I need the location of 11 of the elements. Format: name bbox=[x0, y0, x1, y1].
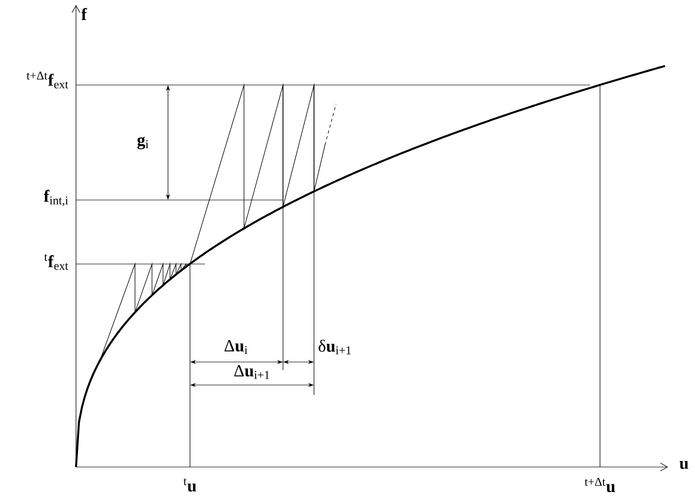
axis-label: f bbox=[81, 8, 87, 20]
axis-label: $^{t}$u bbox=[183, 478, 196, 492]
axis-label: δu$_{i+1}$ bbox=[318, 340, 351, 354]
axis-label: $^{t+Δt}$f$_{ext}$ bbox=[26, 72, 68, 88]
axis-label: $^{t}$f$_{ext}$ bbox=[44, 254, 68, 270]
axis-label: u bbox=[680, 461, 688, 469]
axis-label: Δu$_{i+1}$ bbox=[234, 365, 270, 379]
axis-label: $^{t+Δt}$u bbox=[584, 478, 616, 492]
axis-label: Δu$_{i}$ bbox=[224, 340, 248, 354]
axis-label: f$_{int,i}$ bbox=[44, 190, 68, 206]
axis-label: g$_{i}$ bbox=[137, 136, 148, 150]
